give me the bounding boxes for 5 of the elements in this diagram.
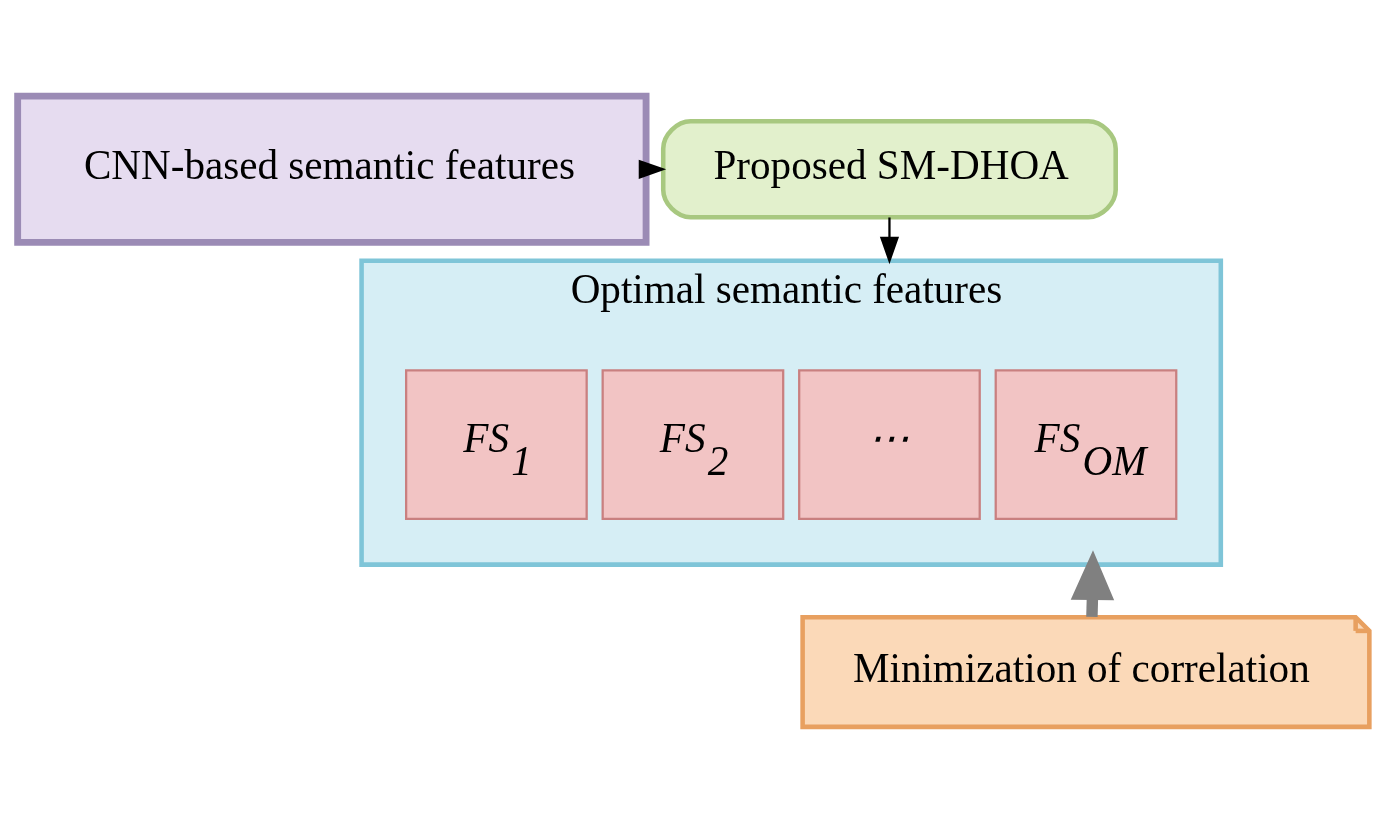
node-box: ⋯ bbox=[798, 369, 981, 521]
arrow bbox=[1070, 550, 1115, 617]
arrow bbox=[638, 159, 667, 179]
node-box: Proposed SM-DHOA bbox=[660, 119, 1118, 220]
arrow bbox=[879, 217, 900, 265]
